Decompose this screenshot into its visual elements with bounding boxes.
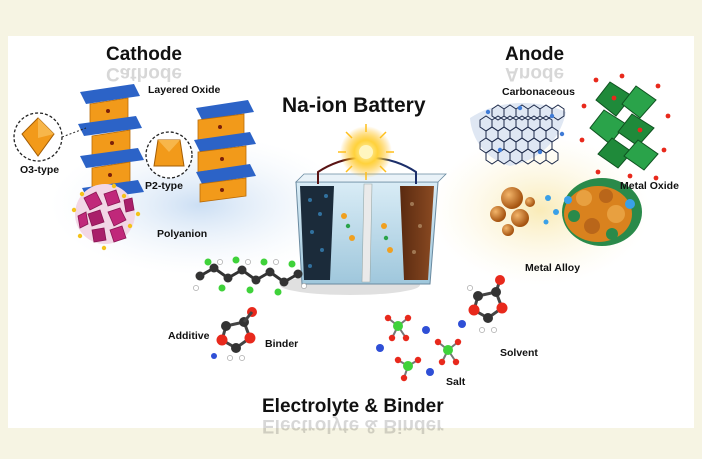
anode-glow [430, 135, 650, 285]
additive-molecule [211, 307, 257, 361]
p2-layered-structure [194, 100, 256, 203]
page-title: Na-ion Battery [282, 94, 426, 117]
metal-alloy-structure [490, 178, 642, 246]
salt-label: Salt [446, 376, 466, 388]
p2-type-label: P2-type [145, 180, 183, 192]
cathode-heading: Cathode [106, 44, 182, 65]
metal-alloy-label: Metal Alloy [525, 262, 581, 274]
solvent-label: Solvent [500, 347, 538, 359]
metal-oxide-label: Metal Oxide [620, 180, 679, 192]
electrolyte-binder-heading: Electrolyte & Binder [262, 396, 444, 417]
o3-type-label: O3-type [20, 164, 60, 176]
battery-cell [280, 124, 447, 295]
binder-label: Binder [265, 338, 299, 350]
o3-octahedron-zoom [13, 112, 87, 162]
anode-heading: Anode [505, 44, 565, 65]
additive-label: Additive [168, 330, 210, 342]
carbonaceous-label: Carbonaceous [502, 86, 575, 98]
p2-prism-zoom [145, 131, 193, 179]
polyanion-structure [71, 183, 141, 251]
binder-molecule [193, 256, 307, 296]
carbonaceous-structure [470, 102, 566, 166]
layered-oxide-label: Layered Oxide [148, 84, 221, 96]
solvent-molecule [467, 275, 508, 333]
metal-oxide-structure [579, 73, 671, 181]
polyanion-label: Polyanion [157, 228, 208, 240]
salt-molecules [376, 314, 466, 382]
